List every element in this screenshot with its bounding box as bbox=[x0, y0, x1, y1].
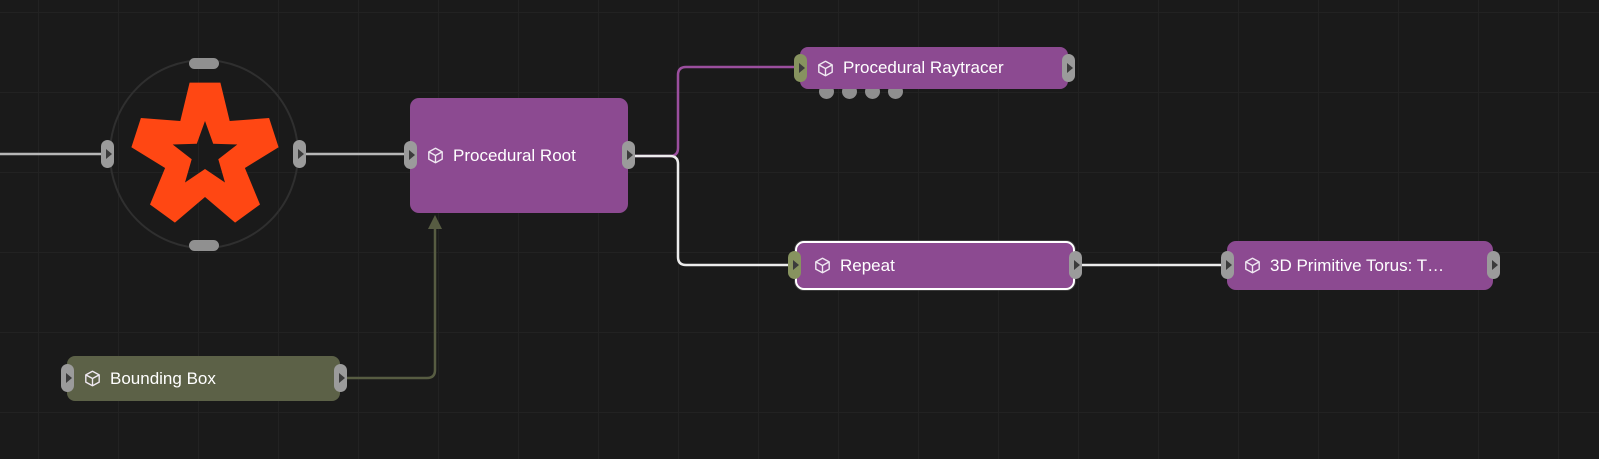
node-bounding-box[interactable]: Bounding Box bbox=[67, 356, 340, 401]
port-arrow-icon bbox=[1491, 260, 1498, 270]
port-arrow-icon bbox=[626, 150, 633, 160]
cube-icon bbox=[818, 60, 833, 76]
logo-port-bottom[interactable] bbox=[189, 240, 219, 251]
port-bounding-box-in[interactable] bbox=[61, 364, 74, 392]
port-arrow-icon bbox=[1225, 260, 1232, 270]
port-arrow-icon bbox=[1066, 63, 1073, 73]
port-arrow-icon bbox=[798, 63, 805, 73]
node-procedural-root[interactable]: Procedural Root bbox=[410, 98, 628, 213]
port-arrow-icon bbox=[338, 373, 345, 383]
port-procedural-root-in[interactable] bbox=[404, 141, 417, 169]
port-arrow-icon bbox=[65, 373, 72, 383]
wire-root-to-raytracer[interactable] bbox=[635, 65, 794, 158]
node-label: 3D Primitive Torus: T… bbox=[1270, 255, 1445, 275]
port-arrow-icon bbox=[105, 149, 112, 159]
port-arrow-icon bbox=[408, 150, 415, 160]
wire-boundingbox-to-root[interactable] bbox=[347, 226, 437, 380]
wire-arrowhead bbox=[428, 215, 442, 229]
port-torus-in[interactable] bbox=[1221, 251, 1234, 279]
logo-port-right[interactable] bbox=[293, 140, 306, 168]
node-torus[interactable]: 3D Primitive Torus: T… bbox=[1227, 241, 1493, 290]
port-arrow-icon bbox=[1073, 260, 1080, 270]
logo-port-top[interactable] bbox=[189, 58, 219, 69]
port-procedural-root-out[interactable] bbox=[622, 141, 635, 169]
port-repeat-out[interactable] bbox=[1069, 251, 1082, 279]
wire-root-to-repeat[interactable] bbox=[635, 154, 788, 267]
node-procedural-raytracer[interactable]: Procedural Raytracer bbox=[800, 47, 1068, 89]
node-label: Procedural Raytracer bbox=[843, 58, 1004, 77]
logo-port-left[interactable] bbox=[101, 140, 114, 168]
node-label: Repeat bbox=[840, 255, 895, 275]
cube-icon bbox=[428, 147, 443, 164]
cube-icon bbox=[815, 257, 830, 274]
cube-icon bbox=[1245, 257, 1260, 274]
port-bounding-box-out[interactable] bbox=[334, 364, 347, 392]
port-torus-out[interactable] bbox=[1487, 251, 1500, 279]
port-repeat-in[interactable] bbox=[788, 251, 801, 279]
port-arrow-icon bbox=[297, 149, 304, 159]
port-raytracer-in[interactable] bbox=[794, 54, 807, 82]
cube-icon bbox=[85, 370, 100, 387]
port-arrow-icon bbox=[792, 260, 799, 270]
node-label: Procedural Root bbox=[453, 145, 576, 165]
node-label: Bounding Box bbox=[110, 368, 216, 388]
node-repeat[interactable]: Repeat bbox=[795, 241, 1075, 290]
port-raytracer-out[interactable] bbox=[1062, 54, 1075, 82]
star-gear-logo-icon[interactable] bbox=[123, 73, 287, 237]
